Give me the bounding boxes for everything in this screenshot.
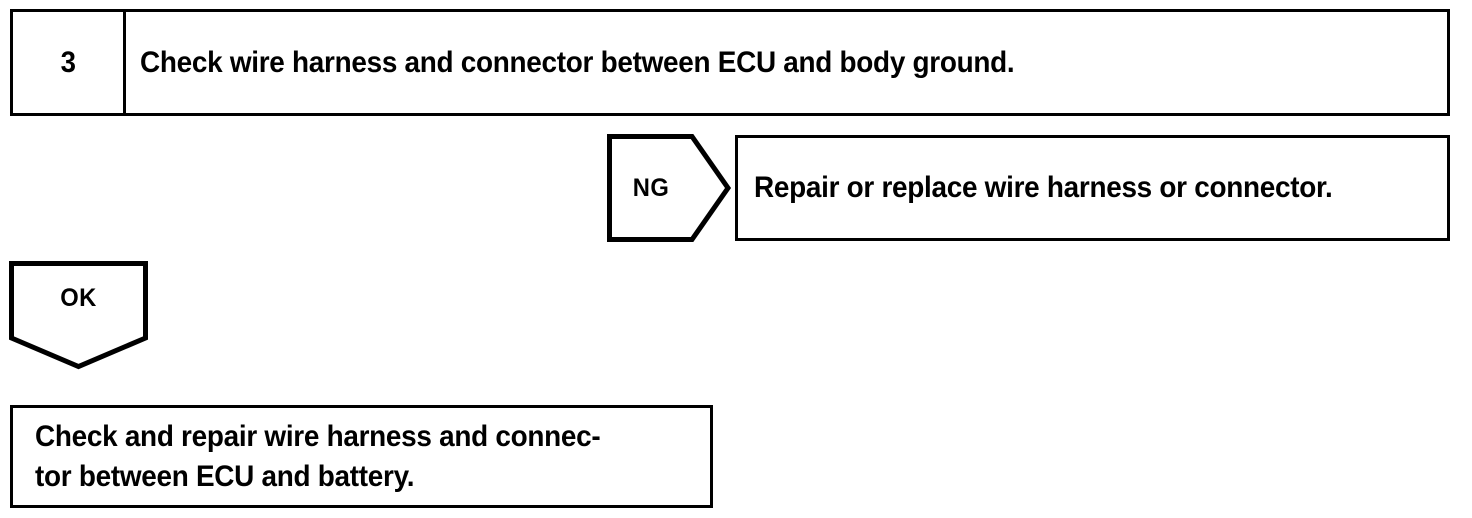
ng-label: NG: [632, 173, 670, 202]
step-instruction-cell: Check wire harness and connector between…: [126, 12, 1447, 113]
step-instruction-text: Check wire harness and connector between…: [140, 45, 1015, 79]
step-row: 3 Check wire harness and connector betwe…: [10, 9, 1450, 116]
ng-arrow-shape: [607, 134, 732, 242]
ng-result-box: Repair or replace wire harness or connec…: [735, 135, 1450, 241]
step-number-cell: 3: [13, 12, 126, 113]
ok-result-box: Check and repair wire harness and connec…: [10, 405, 713, 508]
step-number: 3: [60, 45, 76, 79]
ng-branch-arrow: NG: [604, 131, 732, 245]
ok-branch-arrow: OK: [6, 258, 151, 372]
ok-arrow-shape: [9, 261, 148, 370]
ok-label: OK: [60, 283, 97, 312]
ok-result-text: Check and repair wire harness and connec…: [35, 419, 601, 493]
ng-result-text: Repair or replace wire harness or connec…: [754, 171, 1333, 204]
